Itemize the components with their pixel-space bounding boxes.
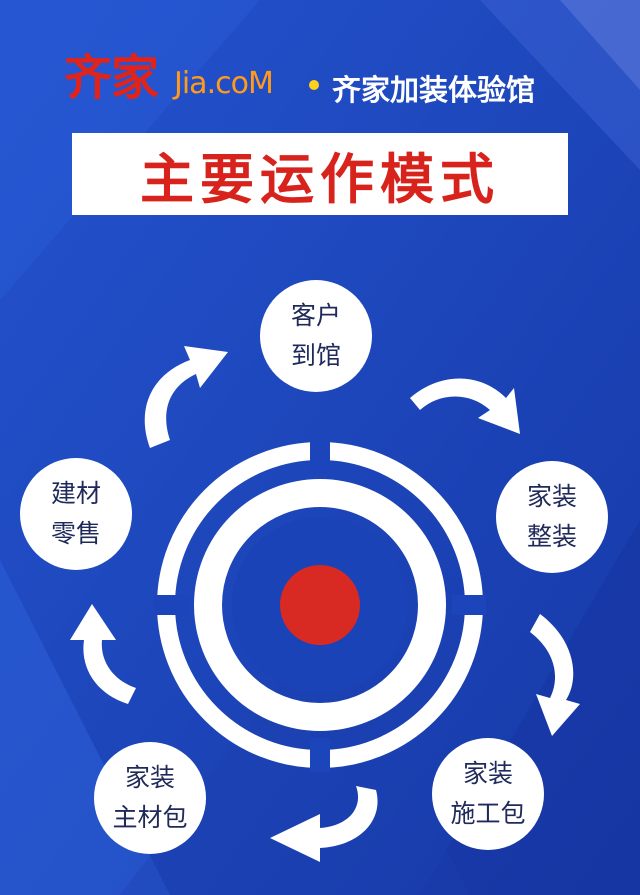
node-line2: 主材包 bbox=[112, 803, 188, 832]
logo-dot-icon bbox=[309, 80, 319, 90]
middle-ring bbox=[194, 479, 446, 731]
cycle-arrows bbox=[70, 346, 580, 862]
node-line2: 施工包 bbox=[450, 799, 526, 828]
node-main-material-package: 家装 主材包 bbox=[94, 742, 206, 854]
header: 齐家 Jia.coM 齐家加装体验馆 bbox=[0, 40, 640, 125]
logo-chinese: 齐家 bbox=[64, 50, 159, 106]
node-construction-package: 家装 施工包 bbox=[432, 738, 544, 850]
node-line1: 家装 bbox=[124, 763, 175, 792]
arrow-retail-to-visit-icon bbox=[144, 346, 228, 448]
arrow-material-to-retail-icon bbox=[70, 604, 136, 704]
logo-english: Jia.coM bbox=[174, 66, 274, 101]
node-material-retail: 建材 零售 bbox=[20, 458, 132, 570]
arrow-visit-to-full-icon bbox=[410, 378, 520, 434]
node-line1: 家装 bbox=[462, 759, 513, 788]
node-line1: 客户 bbox=[290, 301, 341, 330]
node-line1: 家装 bbox=[526, 482, 577, 511]
node-customer-visit: 客户 到馆 bbox=[260, 280, 372, 392]
node-line2: 到馆 bbox=[290, 341, 341, 370]
arrow-construction-to-material-icon bbox=[270, 786, 378, 862]
hall-name: 齐家加装体验馆 bbox=[332, 73, 536, 107]
target-rings bbox=[154, 440, 486, 772]
page-title: 主要运作模式 bbox=[140, 147, 500, 211]
node-line2: 整装 bbox=[526, 522, 577, 551]
title-banner: 主要运作模式 bbox=[72, 133, 568, 215]
node-line2: 零售 bbox=[50, 519, 101, 548]
node-line1: 建材 bbox=[50, 479, 101, 508]
center-dot bbox=[280, 565, 360, 645]
node-full-renovation: 家装 整装 bbox=[496, 461, 608, 573]
arrow-full-to-construction-icon bbox=[530, 614, 580, 736]
